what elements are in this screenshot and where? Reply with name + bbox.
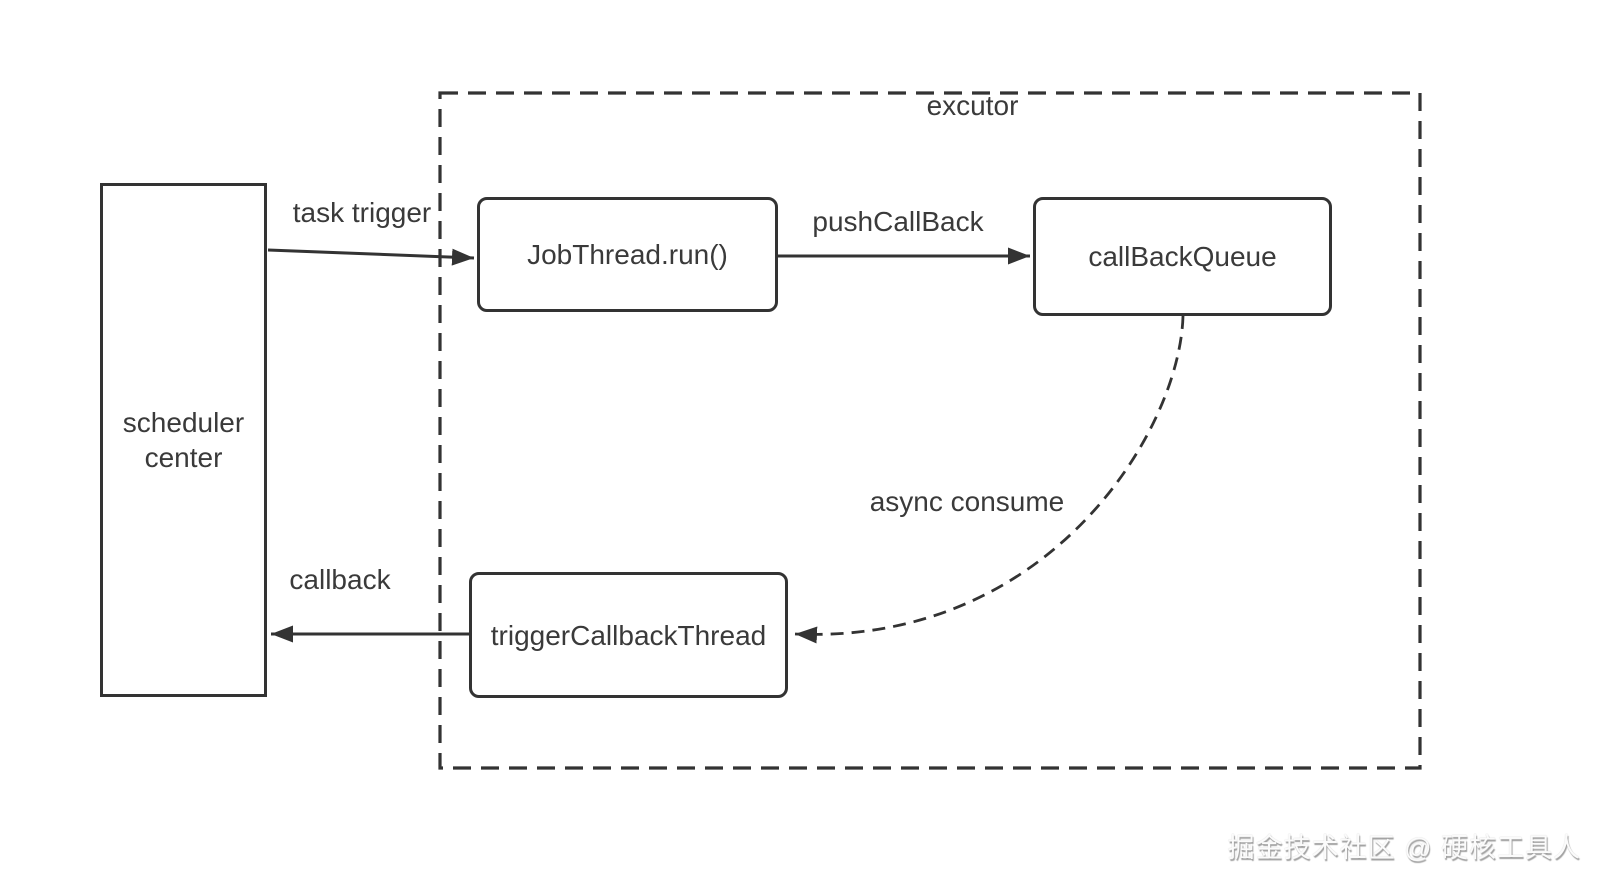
node-callback-queue-label: callBackQueue xyxy=(1088,241,1277,272)
node-scheduler-center-label: scheduler center xyxy=(122,407,245,473)
async-consume-arrow xyxy=(794,315,1185,644)
task-trigger-arrow xyxy=(267,248,475,266)
node-job-thread-label: JobThread.run() xyxy=(527,239,728,270)
node-trigger-callback-thread: triggerCallbackThread xyxy=(469,572,788,698)
watermark: 掘金技术社区 @ 硬核工具人 xyxy=(1227,833,1581,863)
node-scheduler-center: scheduler center xyxy=(100,183,267,697)
label-async-consume: async consume xyxy=(869,486,1065,517)
node-callback-queue: callBackQueue xyxy=(1033,197,1332,316)
executor-group-boundary xyxy=(438,91,1422,770)
label-task-trigger: task trigger xyxy=(292,197,432,228)
node-trigger-callback-thread-label: triggerCallbackThread xyxy=(490,619,767,651)
executor-group-label: excutor xyxy=(926,90,1019,121)
label-callback: callback xyxy=(289,564,391,595)
label-push-callback: pushCallBack xyxy=(812,206,984,237)
node-job-thread: JobThread.run() xyxy=(477,197,778,312)
